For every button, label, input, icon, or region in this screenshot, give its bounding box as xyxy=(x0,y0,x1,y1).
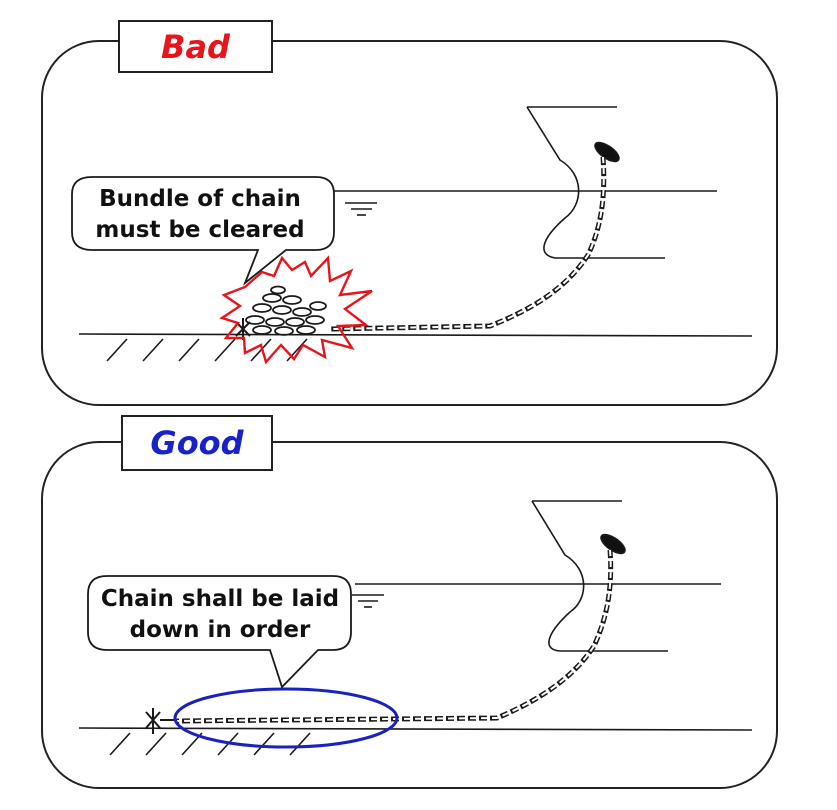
water-level-icon-bad xyxy=(345,202,377,216)
callout-bubble-good xyxy=(87,575,352,689)
seabed-line-bad xyxy=(78,333,753,337)
water-level-icon-good xyxy=(352,594,384,608)
hawse-pipe-bad xyxy=(594,141,620,163)
hawse-pipe-good xyxy=(600,533,626,555)
seabed-hatching-bad xyxy=(106,338,308,362)
good-title: Good xyxy=(150,424,244,462)
seabed-line-good xyxy=(78,727,753,731)
bad-title-tab: Bad xyxy=(118,20,273,73)
ship-hull-bad xyxy=(526,106,665,259)
bad-title: Bad xyxy=(161,27,230,66)
anchor-icon-good xyxy=(145,708,176,734)
ship-hull-good xyxy=(531,500,668,652)
callout-bubble-bad xyxy=(71,176,335,286)
warning-burst xyxy=(219,255,373,365)
callout-text-bad: Bundle of chain must be cleared xyxy=(95,186,305,243)
chain-bundle xyxy=(245,285,327,336)
seabed-hatching-good xyxy=(109,732,311,756)
anchor-chain-bad xyxy=(329,156,607,332)
good-title-tab: Good xyxy=(121,415,273,471)
anchor-icon-bad xyxy=(235,318,251,340)
callout-text-good: Chain shall be laid down in order xyxy=(100,586,340,643)
good-scene xyxy=(78,500,753,756)
bad-scene xyxy=(78,106,753,362)
order-highlight-ellipse xyxy=(173,687,399,749)
